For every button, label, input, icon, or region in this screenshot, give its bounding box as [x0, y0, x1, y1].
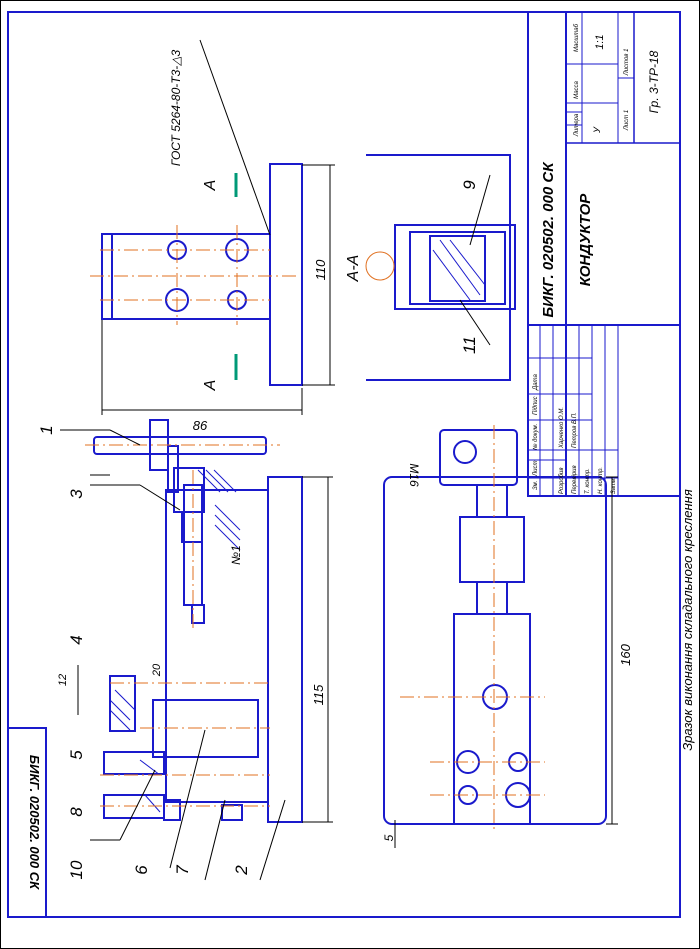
title-litera: У [592, 126, 602, 134]
section-center-circle [365, 251, 395, 281]
side-view-centerlines [400, 425, 545, 830]
row-date: Дата [533, 374, 539, 391]
pos-7: 7 [173, 865, 192, 875]
title-sheet: Лист 1 [624, 110, 630, 131]
row-doc: № докум. [532, 424, 539, 450]
top-view-centerlines [90, 225, 300, 325]
title-group: Гр. 3-ТР-18 [647, 50, 661, 113]
title-designation: БИКГ. 020502. 000 СК [540, 161, 557, 318]
roughness-note: ГОСТ 5264-80-Т3-△3 [169, 50, 183, 167]
dim-12: 12 [57, 674, 69, 686]
role-tcontr: Т. контр. [585, 468, 591, 494]
role-dev: Розробив [559, 467, 565, 494]
h-mass: Масса [574, 80, 580, 98]
h-litera: Литера [574, 113, 580, 137]
pos-8: 8 [67, 807, 86, 817]
pos-callout: №1 [229, 545, 243, 565]
dimension-lines [60, 39, 618, 881]
pos-4: 4 [67, 635, 86, 644]
person-1: Харченко О.М. [559, 407, 565, 449]
dim-20: 20 [151, 663, 163, 677]
row-sign: Підпис [533, 396, 539, 415]
caption: Зразок виконання складального креслення [680, 489, 695, 751]
cut-a1: А [202, 180, 219, 192]
section-a-a [366, 154, 516, 381]
pos-6: 6 [132, 865, 151, 875]
top-view [101, 163, 303, 386]
corner-stamp-text: БИКГ. 020502. 000 СК [27, 755, 42, 890]
section-hatching [432, 239, 486, 301]
dim-86: 86 [193, 418, 208, 433]
pos-11: 11 [460, 336, 479, 354]
pos-9: 9 [460, 180, 479, 190]
h-scale: Масштаб [574, 23, 580, 52]
dim-5: 5 [382, 834, 396, 841]
dim-110: 110 [313, 259, 328, 280]
thread-label: М16 [407, 463, 421, 487]
row-list: Лист [533, 461, 539, 477]
title-sheets: Листов 1 [624, 49, 630, 77]
row-zm: Зм. [533, 481, 539, 490]
role-check: Перевірив [572, 465, 578, 494]
front-view-centerlines [85, 444, 280, 807]
pos-10: 10 [67, 860, 86, 879]
pos-3: 3 [67, 489, 86, 499]
cut-a2: А [202, 380, 219, 392]
pos-2: 2 [232, 865, 251, 876]
front-view [93, 419, 303, 823]
corner-stamp-frame [7, 727, 47, 918]
role-ncontr: Н. контр. [598, 467, 604, 494]
section-label: А-А [345, 255, 362, 283]
role-approve: Затв. [611, 477, 617, 494]
dim-160: 160 [618, 643, 633, 665]
person-2: Петров В.П. [572, 412, 578, 448]
front-view-hatching [109, 469, 241, 813]
pos-1: 1 [37, 425, 56, 434]
title-scale: 1:1 [594, 34, 606, 49]
pos-5: 5 [67, 750, 86, 760]
dim-115: 115 [311, 684, 326, 705]
title-name: КОНДУКТОР [577, 193, 594, 287]
